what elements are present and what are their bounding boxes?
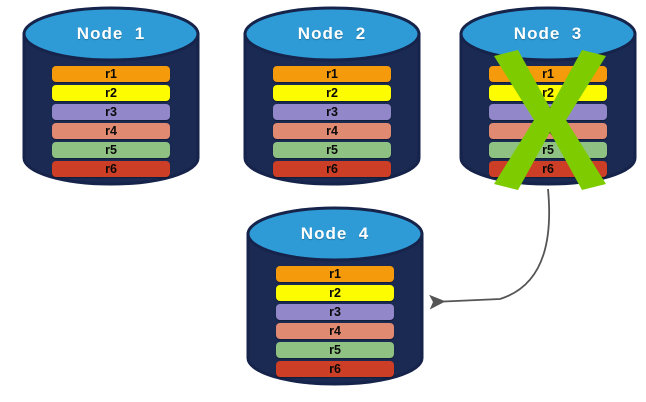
row-r2-label: r2 [542, 85, 554, 100]
row-r1[interactable]: r1 [276, 266, 394, 282]
row-r6-label: r6 [542, 161, 554, 176]
cylinder-top-ellipse [246, 206, 424, 262]
row-r3-label: r3 [329, 304, 341, 319]
row-r2-label: r2 [326, 85, 338, 100]
row-r4-label: r4 [326, 123, 338, 138]
row-r4[interactable]: r4 [489, 123, 607, 139]
row-r5-label: r5 [326, 142, 338, 157]
replication-arrow-path [429, 188, 551, 310]
row-r2[interactable]: r2 [489, 85, 607, 101]
row-r4[interactable]: r4 [276, 323, 394, 339]
row-r5-label: r5 [329, 342, 341, 357]
row-r1-label: r1 [542, 66, 554, 81]
row-r4[interactable]: r4 [273, 123, 391, 139]
row-r1-label: r1 [329, 266, 341, 281]
row-r6[interactable]: r6 [276, 361, 394, 377]
row-r2[interactable]: r2 [273, 85, 391, 101]
row-r1-label: r1 [326, 66, 338, 81]
row-r6-label: r6 [105, 161, 117, 176]
node-3-rows: r1 r2 r3 r4 r5 r6 [459, 66, 637, 177]
row-r5[interactable]: r5 [273, 142, 391, 158]
row-r4[interactable]: r4 [52, 123, 170, 139]
row-r3[interactable]: r3 [273, 104, 391, 120]
row-r2[interactable]: r2 [52, 85, 170, 101]
row-r2[interactable]: r2 [276, 285, 394, 301]
row-r6[interactable]: r6 [273, 161, 391, 177]
row-r2-label: r2 [329, 285, 341, 300]
row-r4-label: r4 [542, 123, 554, 138]
row-r6-label: r6 [326, 161, 338, 176]
row-r1[interactable]: r1 [52, 66, 170, 82]
row-r5[interactable]: r5 [276, 342, 394, 358]
row-r5-label: r5 [105, 142, 117, 157]
row-r3-label: r3 [542, 104, 554, 119]
row-r5[interactable]: r5 [489, 142, 607, 158]
row-r1[interactable]: r1 [273, 66, 391, 82]
row-r3-label: r3 [326, 104, 338, 119]
row-r6[interactable]: r6 [489, 161, 607, 177]
cylinder-top-ellipse [22, 6, 200, 62]
row-r1[interactable]: r1 [489, 66, 607, 82]
row-r4-label: r4 [329, 323, 341, 338]
row-r3[interactable]: r3 [489, 104, 607, 120]
node-2-rows: r1 r2 r3 r4 r5 r6 [243, 66, 421, 177]
row-r3[interactable]: r3 [52, 104, 170, 120]
node-4-rows: r1 r2 r3 r4 r5 r6 [246, 266, 424, 377]
row-r5[interactable]: r5 [52, 142, 170, 158]
row-r6-label: r6 [329, 361, 341, 376]
row-r1-label: r1 [105, 66, 117, 81]
row-r3-label: r3 [105, 104, 117, 119]
cylinder-top-ellipse [459, 6, 637, 62]
cylinder-top-ellipse [243, 6, 421, 62]
row-r4-label: r4 [105, 123, 117, 138]
row-r5-label: r5 [542, 142, 554, 157]
row-r2-label: r2 [105, 85, 117, 100]
row-r3[interactable]: r3 [276, 304, 394, 320]
node-1-rows: r1 r2 r3 r4 r5 r6 [22, 66, 200, 177]
row-r6[interactable]: r6 [52, 161, 170, 177]
